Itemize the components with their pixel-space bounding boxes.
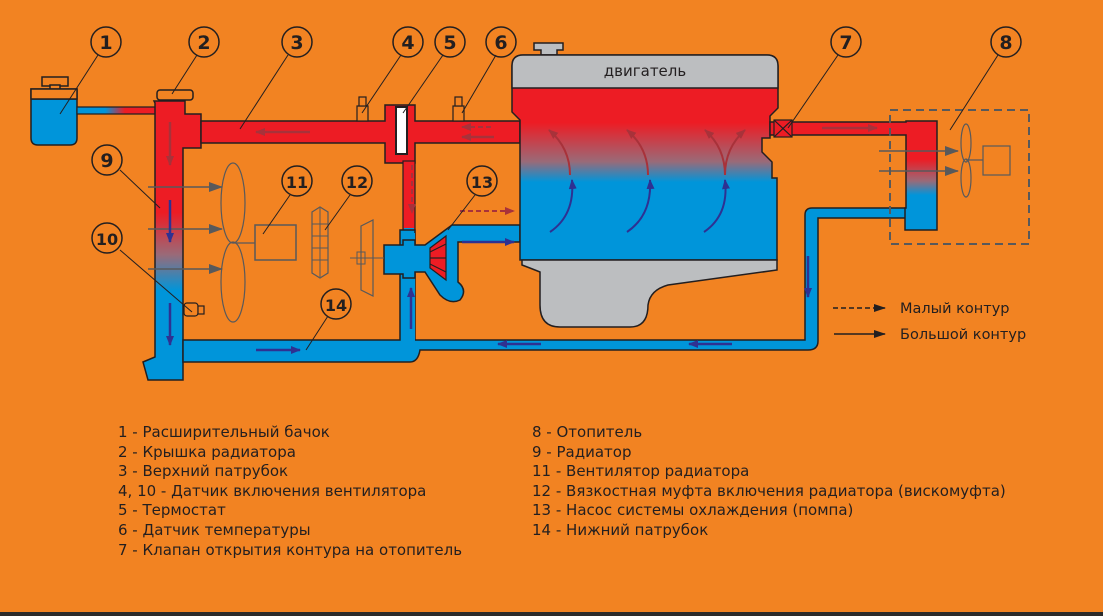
water-pump <box>383 224 521 303</box>
callout-leaders <box>59 54 999 351</box>
svg-text:4: 4 <box>401 32 414 54</box>
svg-text:13: 13 <box>471 173 493 192</box>
flow-arrows <box>166 122 878 354</box>
svg-text:14: 14 <box>325 296 347 315</box>
expansion-tank <box>30 76 158 146</box>
radiator-fan <box>148 162 297 323</box>
svg-text:10: 10 <box>96 230 118 249</box>
legend-large-circuit: Большой контур <box>900 327 1026 343</box>
lower-hose <box>182 207 907 363</box>
key-item: 3 - Верхний патрубок <box>118 462 289 481</box>
temperature-sensor <box>452 96 465 122</box>
svg-text:3: 3 <box>290 32 303 54</box>
viscous-coupling <box>311 206 329 279</box>
key-item: 6 - Датчик температуры <box>118 520 311 539</box>
key-item: 13 - Насос системы охлаждения (помпа) <box>532 501 854 520</box>
callout-1: 1 <box>90 26 122 58</box>
svg-text:12: 12 <box>346 173 368 192</box>
callout-12: 12 <box>341 165 373 197</box>
key-item: 14 - Нижний патрубок <box>532 520 709 539</box>
key-item: 1 - Расширительный бачок <box>118 423 330 441</box>
radiator <box>142 89 202 381</box>
component-key-right: 8 - Отопитель 9 - Радиатор 11 - Вентилят… <box>532 423 1006 541</box>
svg-text:8: 8 <box>999 32 1012 54</box>
svg-text:2: 2 <box>197 32 210 54</box>
callout-4: 4 <box>392 26 424 58</box>
key-item: 12 - Вязкостная муфта включения радиатор… <box>532 481 1006 500</box>
legend: Малый контур Большой контур <box>833 301 1026 343</box>
svg-text:7: 7 <box>839 32 852 54</box>
callout-14: 14 <box>320 288 352 320</box>
engine-label: двигатель <box>604 62 686 80</box>
pump-pulley <box>350 219 384 297</box>
callout-7: 7 <box>830 26 862 58</box>
heater-valve <box>773 119 793 138</box>
fan-switch-sensor-lower <box>183 302 205 317</box>
svg-text:9: 9 <box>100 150 113 172</box>
key-item: 9 - Радиатор <box>532 442 632 461</box>
engine: двигатель <box>511 42 779 328</box>
key-item: 7 - Клапан открытия контура на отопитель <box>118 540 463 559</box>
callout-8: 8 <box>990 26 1022 58</box>
svg-text:6: 6 <box>494 32 507 54</box>
fan-switch-sensor <box>356 96 369 122</box>
radiator-cap <box>156 89 194 101</box>
callout-2: 2 <box>188 26 220 58</box>
callout-9: 9 <box>91 144 123 176</box>
svg-text:1: 1 <box>99 32 112 54</box>
heater-box <box>879 109 1030 245</box>
callout-5: 5 <box>434 26 466 58</box>
thermostat <box>395 106 408 155</box>
callout-6: 6 <box>485 26 517 58</box>
legend-small-circuit: Малый контур <box>900 301 1010 317</box>
svg-text:5: 5 <box>443 32 456 54</box>
key-item: 11 - Вентилятор радиатора <box>532 462 750 481</box>
key-item: 4, 10 - Датчик включения вентилятора <box>118 481 427 500</box>
callout-3: 3 <box>281 26 313 58</box>
callout-10: 10 <box>91 222 123 254</box>
callouts: 1 2 3 4 5 6 7 8 9 10 11 12 13 14 <box>90 26 1022 320</box>
callout-11: 11 <box>281 165 313 197</box>
key-item: 5 - Термостат <box>118 501 226 520</box>
key-item: 8 - Отопитель <box>532 423 643 441</box>
bottom-border <box>0 612 1103 616</box>
callout-13: 13 <box>466 165 498 197</box>
component-key-left: 1 - Расширительный бачок 2 - Крышка ради… <box>118 423 462 560</box>
svg-text:11: 11 <box>286 173 308 192</box>
key-item: 2 - Крышка радиатора <box>118 442 296 461</box>
